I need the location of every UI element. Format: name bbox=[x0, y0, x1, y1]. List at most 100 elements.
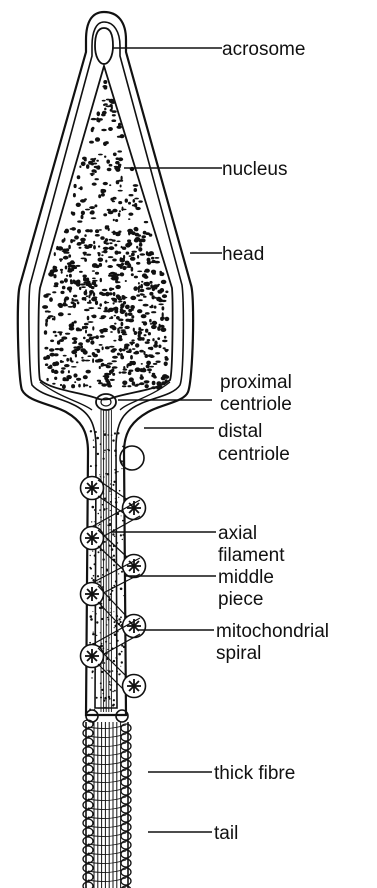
cytoplasm-dot bbox=[111, 556, 112, 557]
chromatin-dot bbox=[97, 359, 100, 362]
cytoplasm-dot bbox=[107, 649, 108, 650]
chromatin-dot bbox=[121, 176, 123, 181]
chromatin-dot bbox=[92, 315, 97, 319]
chromatin-dot bbox=[54, 370, 57, 374]
cytoplasm-dot bbox=[96, 621, 98, 623]
chromatin-dot bbox=[45, 311, 47, 313]
chromatin-dot bbox=[91, 217, 97, 219]
chromatin-dot bbox=[162, 340, 168, 343]
chromatin-dot bbox=[104, 307, 107, 312]
chromatin-dot bbox=[93, 245, 96, 249]
chromatin-dot bbox=[118, 190, 123, 192]
chromatin-dot bbox=[134, 198, 139, 200]
cytoplasm-dot bbox=[97, 582, 98, 583]
chromatin-dot bbox=[107, 209, 111, 211]
chromatin-dot bbox=[150, 284, 153, 288]
chromatin-dot bbox=[164, 362, 168, 367]
cytoplasm-dot bbox=[117, 542, 118, 543]
label-middle-piece-line1: middle bbox=[218, 567, 274, 588]
chromatin-dot bbox=[142, 368, 145, 373]
chromatin-dot bbox=[87, 316, 90, 321]
chromatin-dot bbox=[117, 353, 120, 356]
chromatin-dot bbox=[86, 164, 89, 169]
cytoplasm-dot bbox=[104, 450, 106, 452]
chromatin-dot bbox=[112, 373, 115, 376]
cytoplasm-dot bbox=[114, 627, 115, 628]
chromatin-dot bbox=[151, 261, 153, 263]
middle-piece-structure bbox=[81, 410, 146, 722]
chromatin-dot bbox=[99, 317, 105, 319]
chromatin-dot bbox=[137, 255, 139, 259]
chromatin-dot bbox=[103, 142, 107, 146]
chromatin-dot bbox=[60, 280, 64, 283]
chromatin-dot bbox=[74, 235, 79, 239]
cytoplasm-dot bbox=[93, 446, 95, 448]
chromatin-dot bbox=[87, 334, 92, 337]
cytoplasm-dot bbox=[103, 508, 105, 510]
chromatin-dot bbox=[62, 286, 66, 290]
chromatin-dot bbox=[103, 80, 107, 84]
chromatin-dot bbox=[133, 199, 136, 203]
chromatin-dot bbox=[149, 251, 154, 255]
chromatin-dot bbox=[84, 323, 89, 326]
thick-fibre-coil bbox=[83, 792, 93, 800]
thick-fibre-coil bbox=[83, 783, 93, 791]
chromatin-dot bbox=[90, 210, 95, 214]
chromatin-dot bbox=[117, 126, 122, 129]
chromatin-dot bbox=[108, 127, 113, 131]
cytoplasm-dot bbox=[101, 643, 103, 645]
chromatin-dot bbox=[122, 381, 127, 386]
chromatin-dot bbox=[83, 375, 88, 379]
chromatin-dot bbox=[156, 361, 161, 363]
thick-fibre-coil bbox=[83, 846, 93, 854]
cytoplasm-dot bbox=[108, 619, 110, 621]
chromatin-dot bbox=[89, 300, 91, 303]
thick-fibre-coil bbox=[83, 801, 93, 809]
cytoplasm-dot bbox=[95, 669, 96, 670]
cytoplasm-dot bbox=[104, 707, 105, 708]
chromatin-dot bbox=[92, 336, 97, 338]
chromatin-dot bbox=[76, 282, 81, 287]
cytoplasm-dot bbox=[116, 615, 118, 617]
chromatin-dot bbox=[161, 327, 167, 332]
chromatin-dot bbox=[64, 296, 69, 300]
chromatin-dot bbox=[80, 283, 85, 285]
chromatin-dot bbox=[118, 201, 122, 204]
chromatin-dot bbox=[76, 378, 81, 381]
thick-fibre-coil bbox=[83, 828, 93, 836]
chromatin-dot bbox=[115, 219, 118, 222]
cytoplasm-dot bbox=[111, 434, 113, 436]
chromatin-dot bbox=[52, 291, 56, 293]
chromatin-dot bbox=[133, 184, 139, 187]
chromatin-dot bbox=[77, 229, 81, 234]
chromatin-dot bbox=[123, 366, 125, 369]
chromatin-dot bbox=[53, 331, 57, 334]
chromatin-dot bbox=[91, 169, 96, 172]
cytoplasm-dot bbox=[102, 647, 104, 649]
chromatin-dot bbox=[109, 242, 112, 244]
cytoplasm-dot bbox=[107, 617, 109, 619]
cytoplasm-dot bbox=[91, 577, 93, 579]
chromatin-dot bbox=[161, 300, 166, 302]
cytoplasm-dot bbox=[108, 670, 111, 673]
chromatin-dot bbox=[154, 306, 157, 309]
cytoplasm-dot bbox=[115, 501, 118, 504]
chromatin-dot bbox=[109, 317, 111, 319]
chromatin-dot bbox=[136, 246, 138, 249]
chromatin-dot bbox=[77, 220, 82, 222]
cytoplasm-dot bbox=[97, 453, 99, 455]
chromatin-dot bbox=[92, 265, 98, 267]
chromatin-dot bbox=[147, 261, 151, 265]
chromatin-dot bbox=[140, 238, 145, 241]
thick-fibre-coil bbox=[83, 747, 93, 755]
chromatin-dot bbox=[153, 344, 158, 348]
chromatin-dot bbox=[146, 365, 150, 369]
chromatin-dot bbox=[84, 309, 90, 311]
chromatin-dot bbox=[112, 356, 118, 359]
chromatin-dot bbox=[109, 99, 115, 103]
chromatin-dot bbox=[108, 256, 113, 258]
chromatin-dot bbox=[92, 270, 95, 272]
chromatin-dot bbox=[146, 361, 151, 366]
chromatin-dot bbox=[108, 292, 112, 295]
cytoplasm-dot bbox=[94, 563, 96, 565]
